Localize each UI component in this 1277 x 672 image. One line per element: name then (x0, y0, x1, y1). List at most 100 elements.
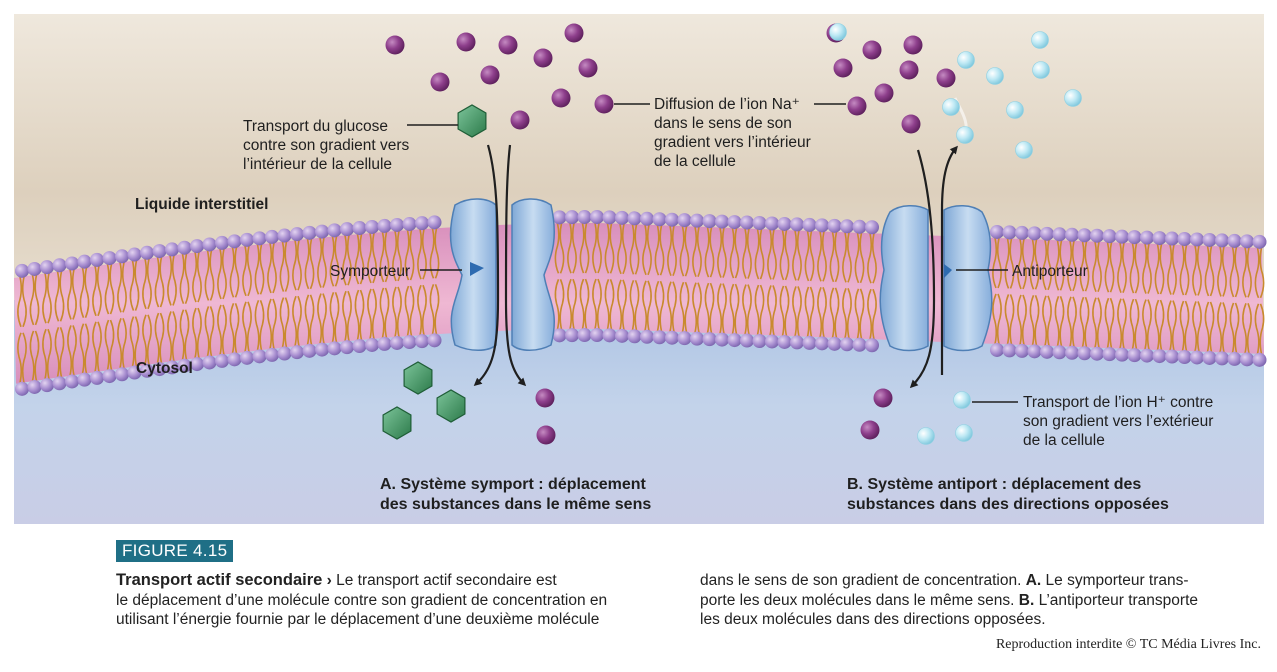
lipid-tail (146, 258, 152, 310)
caption-line: utilisant l’énergie fournie par le dépla… (116, 611, 600, 628)
lipid-tail (784, 285, 790, 337)
lipid-tail (1059, 240, 1065, 291)
phospholipid-head (627, 329, 642, 344)
lipid-tail (159, 256, 165, 308)
lipid-tail (779, 285, 785, 337)
caption-text: Le symporteur trans- (1045, 572, 1189, 589)
lipid-tail (67, 325, 73, 376)
lipid-tail (184, 309, 190, 360)
lipid-tail (246, 301, 252, 353)
lipid-tail (1079, 296, 1085, 348)
lipid-tail (709, 226, 715, 278)
phospholipid-head (240, 350, 254, 365)
lipid-tail (167, 311, 173, 362)
phospholipid-head (77, 372, 92, 387)
lipid-tail (292, 239, 298, 291)
phospholipid-head (302, 343, 317, 358)
phospholipid-head (427, 333, 442, 348)
phospholipid-head (1252, 352, 1267, 367)
lipid-tail (217, 248, 223, 300)
lipid-tail (1229, 302, 1235, 354)
lipid-tail (821, 287, 827, 338)
lipid-tail (1004, 238, 1010, 289)
lipid-tail (84, 323, 90, 374)
phospholipid-head (852, 337, 867, 352)
lipid-tail (317, 237, 323, 288)
phospholipid-head (602, 328, 617, 343)
lipid-tail (1054, 240, 1060, 291)
lipid-tail (279, 297, 285, 348)
sodium-ion (480, 65, 500, 85)
phospholipid-head (1015, 225, 1029, 240)
lipid-tail (834, 287, 840, 338)
lipid-tail (704, 282, 710, 334)
lipid-tail (1034, 239, 1040, 290)
glucose-molecule (457, 104, 487, 138)
phospholipid-head (1202, 232, 1217, 247)
lipid-tail (234, 303, 240, 354)
lipid-tail (596, 222, 602, 274)
lipid-tail (842, 232, 848, 283)
lipid-tail (746, 284, 752, 335)
lipid-tail (1184, 300, 1190, 352)
phospholipid-head (1077, 228, 1092, 243)
lipid-tail (1246, 247, 1252, 298)
lipid-tail (259, 300, 265, 351)
phospholipid-head (402, 335, 417, 350)
lipid-tail (1034, 295, 1040, 346)
lipid-tail (1046, 239, 1052, 291)
lipid-tail (646, 224, 652, 276)
lipid-tail (396, 286, 402, 338)
interstitial-fluid-label: Liquide interstitiel (135, 196, 268, 213)
phospholipid-head (690, 331, 704, 346)
lipid-tail (571, 278, 577, 330)
phospholipid-head (1027, 344, 1042, 359)
caption-text: Le transport actif secondaire est (336, 572, 557, 589)
phospholipid-head (415, 334, 429, 349)
lipid-tail (392, 230, 398, 282)
lipid-tail (354, 233, 360, 285)
phospholipid-head (690, 213, 704, 228)
lipid-tail (1221, 246, 1227, 297)
symporter-protein (449, 198, 555, 351)
lipid-tail (571, 222, 577, 274)
lipid-tail (867, 288, 873, 340)
phospholipid-head (740, 215, 754, 230)
lipid-tail (1142, 243, 1148, 294)
lipid-tail (309, 294, 315, 346)
lipid-tail (671, 281, 677, 332)
phospholipid-head (1252, 234, 1267, 249)
phospholipid-head (765, 216, 779, 231)
phospholipid-head (327, 223, 342, 238)
lipid-tail (567, 222, 573, 274)
phospholipid-head (15, 263, 29, 278)
lipid-tail (134, 316, 140, 367)
hydrogen-out-arrow (940, 145, 958, 375)
phospholipid-head (790, 217, 804, 232)
phospholipid-head (15, 381, 29, 396)
phospholipid-head (252, 231, 267, 246)
lipid-tail (367, 288, 373, 340)
lipid-tail (859, 232, 865, 284)
lipid-tail (1046, 295, 1052, 346)
caption-title: Transport actif secondaire (116, 571, 323, 589)
lipid-tail (1029, 295, 1035, 346)
caption-text: dans le sens de son gradient de concentr… (700, 572, 1022, 589)
sodium-ion (385, 35, 405, 55)
lipid-tail (1184, 244, 1190, 296)
lipid-tail (421, 284, 427, 336)
phospholipid-head (377, 218, 392, 233)
lipid-tail (129, 260, 135, 311)
lipid-tail (1104, 297, 1110, 349)
phospholipid-head (277, 228, 292, 243)
hydrogen-ion (1032, 61, 1050, 79)
caption-column-right: dans le sens de son gradient de concentr… (700, 571, 1260, 630)
lipid-tail (796, 286, 802, 337)
lipid-tail (1167, 244, 1173, 295)
lipid-tail (154, 256, 160, 308)
phospholipid-head (565, 210, 579, 225)
lipid-tail (554, 279, 560, 330)
phospholipid-head (365, 219, 379, 234)
lipid-tail (584, 222, 590, 274)
lipid-tail (617, 223, 623, 275)
